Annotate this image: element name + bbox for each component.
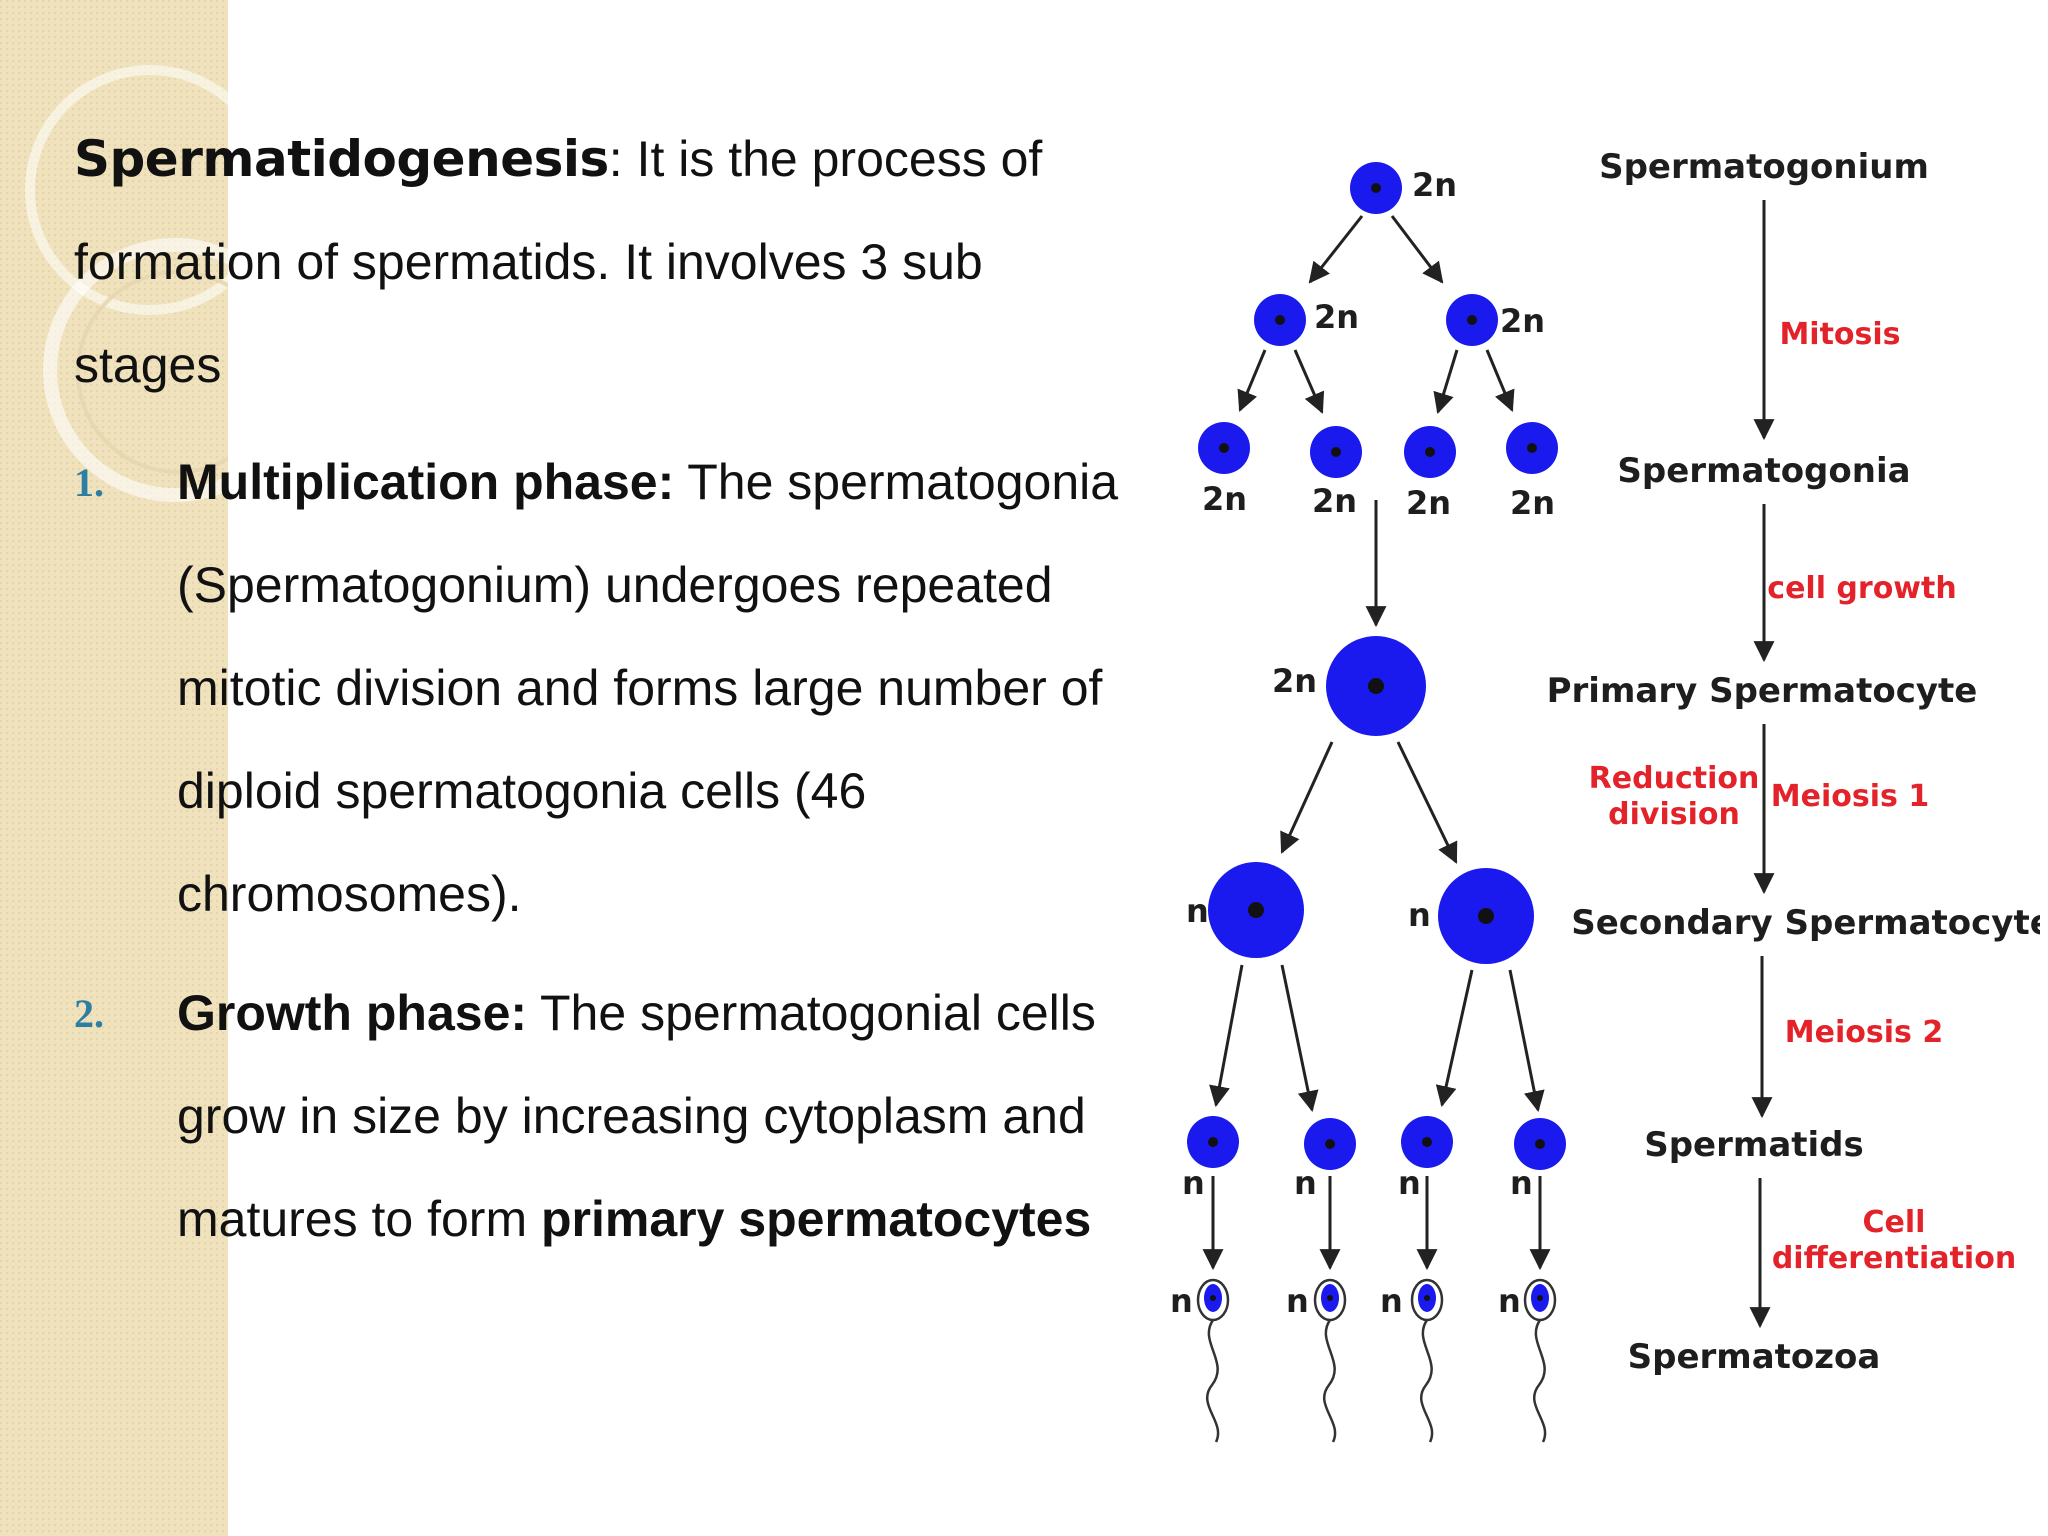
spermatogonium-cell [1350,162,1402,214]
spermatid-cell [1401,1116,1453,1168]
cell-tree: 2n 2n 2n 2n 2n 2n 2n 2n n n n n n n n n … [1170,162,1566,1443]
decorative-swirl [25,65,228,502]
ploidy-label: 2n [1312,482,1357,520]
mitosis-arrow [1308,215,1364,284]
mitosis-arrow [1485,349,1515,412]
stage-label-spermatogonia: Spermatogonia [1617,451,1910,491]
phase-number: 2. [74,991,104,1036]
meiosis2-arrow [1435,969,1474,1108]
process-label-meiosis-2: Meiosis 2 [1785,1015,1943,1050]
spermatogonia-cell [1446,294,1498,346]
process-label-meiosis-1: Meiosis 1 [1771,779,1929,814]
phase-heading: Multiplication phase: [177,454,675,510]
ploidy-label: n [1294,1164,1317,1202]
process-label-cell-growth: cell growth [1767,571,1956,606]
spermatogenesis-diagram: 2n 2n 2n 2n 2n 2n 2n 2n n n n n n n n n … [1170,147,2040,1443]
decorative-side-strip [0,0,228,1536]
spermatogonia-cell [1404,426,1456,478]
spermatid-cell [1187,1116,1239,1168]
meiosis2-arrow [1209,964,1244,1108]
slide-text: Spermatidogenesis: It is the process of … [74,108,1124,1271]
secondary-spermatocyte-cell [1438,868,1534,964]
phase-text: The spermatogonial cells grow in size by… [177,985,1096,1247]
phase-heading: Growth phase: [177,985,528,1041]
ploidy-label: n [1170,1282,1193,1320]
process-label-cell: Cell [1863,1205,1926,1240]
meiosis1-arrow [1280,741,1334,854]
ploidy-label: 2n [1314,298,1359,336]
process-label-differentiation: differentiation [1772,1241,2016,1276]
intro-term: Spermatidogenesis [74,130,609,188]
spermatozoon [1313,1278,1347,1443]
spermatogonia-cell [1506,422,1558,474]
spermatid-cell [1304,1118,1356,1170]
stage-label-secondary-spermatocyte: Secondary Spermatocyte [1571,903,2040,943]
spermatid-cell [1514,1118,1566,1170]
intro-paragraph: Spermatidogenesis: It is the process of … [74,108,1124,417]
spermatozoon [1196,1278,1230,1443]
mitosis-arrow [1390,215,1444,284]
process-label-mitosis: Mitosis [1779,317,1900,352]
ploidy-label: n [1186,892,1209,930]
ploidy-label: n [1380,1282,1403,1320]
meiosis2-arrow [1280,964,1319,1113]
ploidy-label: 2n [1412,166,1457,204]
stage-flow: Spermatogonium Mitosis Spermatogonia cel… [1547,147,2040,1377]
primary-spermatocyte-cell [1326,636,1426,736]
ploidy-label: n [1398,1164,1421,1202]
mitosis-arrow [1293,349,1325,414]
process-label-reduction: Reduction [1589,761,1760,796]
ploidy-label: 2n [1500,302,1545,340]
ploidy-label: 2n [1202,480,1247,518]
ploidy-label: 2n [1272,662,1317,700]
mitosis-arrow [1433,349,1459,415]
stage-label-spermatozoa: Spermatozoa [1628,1337,1881,1377]
phase-item-multiplication: 1. Multiplication phase: The spermatogon… [74,431,1124,946]
meiosis1-arrow [1396,741,1458,864]
spermatogonia-cell [1310,426,1362,478]
spermatogonia-cell [1198,422,1250,474]
meiosis2-arrow [1508,969,1545,1113]
phase-item-growth: 2. Growth phase: The spermatogonial cell… [74,962,1124,1271]
ploidy-label: 2n [1510,484,1555,522]
stage-label-spermatogonium: Spermatogonium [1599,147,1929,187]
ploidy-label: 2n [1406,484,1451,522]
intro-text: : It is the process of formation of sper… [74,131,1043,393]
ploidy-label: n [1510,1164,1533,1202]
spermatogonia-cell [1254,294,1306,346]
ploidy-label: n [1182,1164,1205,1202]
mitosis-arrow [1237,349,1267,412]
phase-text: The spermatogonia (Spermatogonium) under… [177,454,1119,922]
phase-bold-tail: primary spermatocytes [541,1191,1092,1247]
stage-label-primary-spermatocyte: Primary Spermatocyte [1547,671,1978,711]
ploidy-label: n [1408,896,1431,934]
stage-label-spermatids: Spermatids [1644,1125,1864,1165]
ploidy-label: n [1498,1282,1521,1320]
secondary-spermatocyte-cell [1208,862,1304,958]
phase-number: 1. [74,460,104,505]
spermatozoon [1523,1278,1557,1443]
spermatozoon [1410,1278,1444,1443]
ploidy-label: n [1286,1282,1309,1320]
process-label-division: division [1608,797,1740,832]
